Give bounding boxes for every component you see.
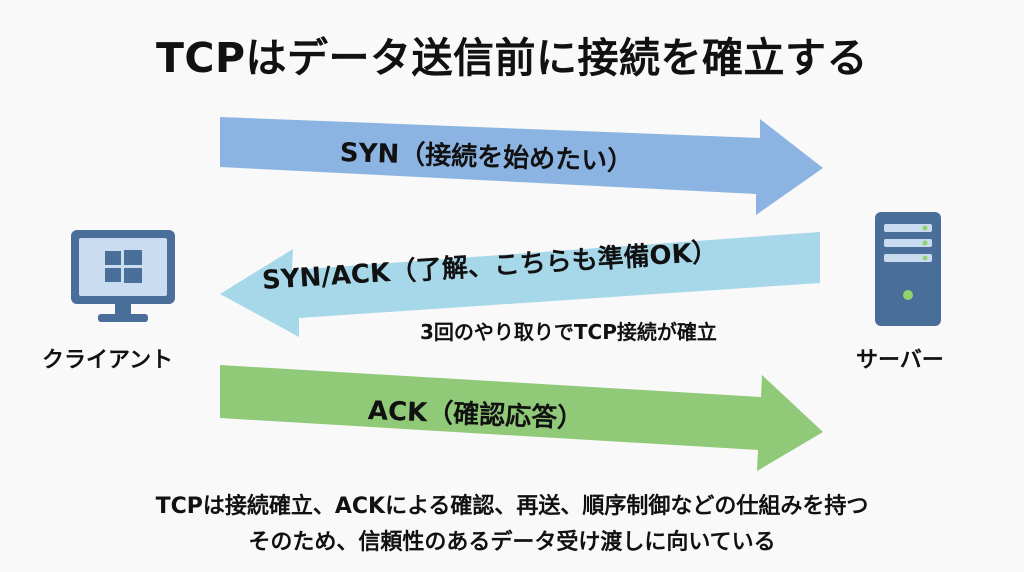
server-label: サーバー bbox=[856, 348, 944, 373]
syn-arrow bbox=[220, 117, 823, 215]
server-tower-icon bbox=[874, 211, 942, 331]
monitor-windows-icon bbox=[70, 229, 176, 329]
footer-line-1: TCPは接続確立、ACKによる確認、再送、順序制御などの仕組みを持つ bbox=[155, 494, 869, 519]
synack-arrow bbox=[220, 232, 820, 337]
handshake-note: 3回のやり取りでTCP接続が確立 bbox=[420, 320, 717, 344]
page-title: TCPはデータ送信前に接続を確立する bbox=[155, 34, 869, 82]
client-label: クライアント bbox=[42, 348, 174, 373]
ack-arrow bbox=[220, 365, 823, 471]
footer-line-2: そのため、信頼性のあるデータ受け渡しに向いている bbox=[248, 530, 776, 555]
